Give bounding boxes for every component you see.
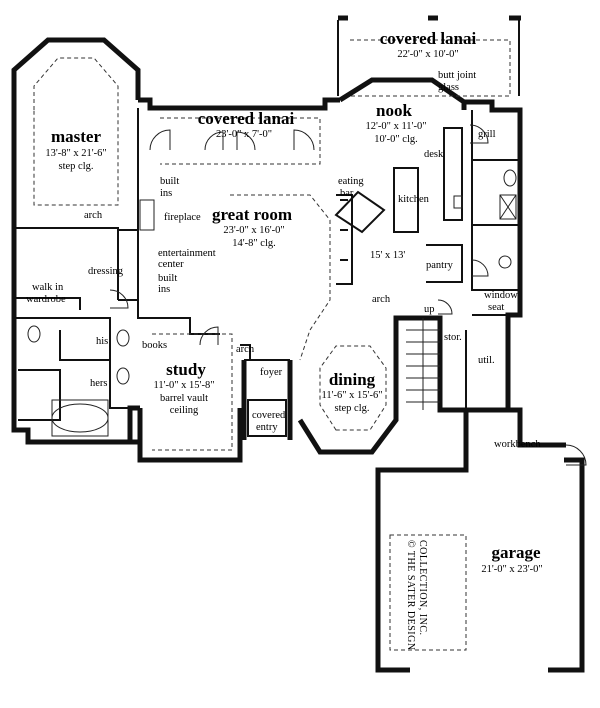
dashed-outlines	[33, 39, 511, 651]
master-dims: 13'-8" x 21'-6"	[45, 148, 106, 159]
lanai-mid-title: covered lanai	[198, 109, 295, 128]
built-ins-bot-1: built	[158, 273, 177, 284]
hers-label: hers	[90, 378, 108, 389]
books-label: books	[142, 340, 167, 351]
walk-in-2: wardrobe	[26, 294, 66, 305]
door-swings	[109, 124, 587, 466]
sink	[116, 329, 130, 347]
master-title: master	[51, 127, 101, 146]
built-ins-top-1: built	[160, 176, 179, 187]
dining-wall	[297, 355, 399, 455]
toilet	[503, 169, 517, 187]
arch-dining-label: arch	[372, 294, 391, 305]
desk-label: desk	[424, 149, 444, 160]
sink	[116, 367, 130, 385]
great-room-title: great room	[212, 205, 292, 224]
covered-entry-2: entry	[256, 422, 278, 433]
master-ceiling: step clg.	[59, 161, 94, 172]
eating-bar-1: eating	[338, 176, 364, 187]
nook-wall	[338, 77, 467, 110]
dressing-label: dressing	[88, 266, 124, 277]
window-seat-1: window	[484, 290, 518, 301]
covered-entry-1: covered	[252, 410, 286, 421]
sink	[498, 255, 512, 269]
garage-title: garage	[491, 543, 541, 562]
copyright-line1: © THE SATER DESIGN	[405, 540, 416, 651]
copyright-line2: COLLECTION, INC.	[417, 540, 428, 636]
entertainment-2: center	[158, 259, 184, 270]
grill-label: grill	[478, 129, 496, 140]
stor-label: stor.	[444, 332, 462, 343]
kitchen-dims: 15' x 13'	[370, 250, 405, 261]
study-title: study	[166, 360, 206, 379]
window-seat-2: seat	[488, 302, 504, 313]
garage-dims: 21'-0" x 23'-0"	[481, 564, 542, 575]
arch-study-label: arch	[236, 344, 255, 355]
dining-dims: 11'-6" x 15'-6"	[322, 390, 383, 401]
up-label: up	[424, 304, 435, 315]
lanai-top-title: covered lanai	[380, 29, 477, 48]
workbench-label: workbench	[494, 439, 541, 450]
master-wall	[11, 37, 141, 228]
garage-wall	[375, 410, 469, 673]
dining-title: dining	[329, 370, 376, 389]
study-ceiling-1: barrel vault	[160, 393, 208, 404]
walls	[11, 15, 585, 673]
copyright: © THE SATER DESIGN COLLECTION, INC.	[405, 540, 428, 651]
room-labels: covered lanai 22'-0" x 10'-0" butt joint…	[26, 29, 543, 575]
nook-dims: 12'-0" x 11'-0"	[366, 121, 427, 132]
lanai-top-dims: 22'-0" x 10'-0"	[397, 49, 458, 60]
toilet	[27, 325, 41, 343]
entertainment-1: entertainment	[158, 248, 216, 259]
butt-joint-label: butt joint	[438, 70, 476, 81]
util-label: util.	[478, 355, 495, 366]
walk-in-1: walk in	[32, 282, 64, 293]
glass-label: glass	[438, 82, 459, 93]
fixtures	[27, 169, 517, 437]
fireplace-label: fireplace	[164, 212, 201, 223]
kitchen-title: kitchen	[398, 194, 430, 205]
built-ins-bot-2: ins	[158, 284, 170, 295]
lanai-mid-dims: 23'-0" x 7'-0"	[216, 129, 272, 140]
dining-ceiling: step clg.	[335, 403, 370, 414]
nook-title: nook	[376, 101, 412, 120]
great-room-north-wall	[138, 97, 340, 111]
study-dims: 11'-0" x 15'-8"	[154, 380, 215, 391]
great-room-dims: 23'-0" x 16'-0"	[223, 225, 284, 236]
arch-master-label: arch	[84, 210, 103, 221]
his-label: his	[96, 336, 108, 347]
built-ins-top-2: ins	[160, 188, 172, 199]
nook-ceiling: 10'-0" clg.	[374, 134, 418, 145]
foyer-label: foyer	[260, 367, 283, 378]
study-ceiling-2: ceiling	[170, 405, 199, 416]
pantry-label: pantry	[426, 260, 454, 271]
eating-bar-2: bar	[340, 188, 354, 199]
great-room-ceiling: 14'-8" clg.	[232, 238, 276, 249]
